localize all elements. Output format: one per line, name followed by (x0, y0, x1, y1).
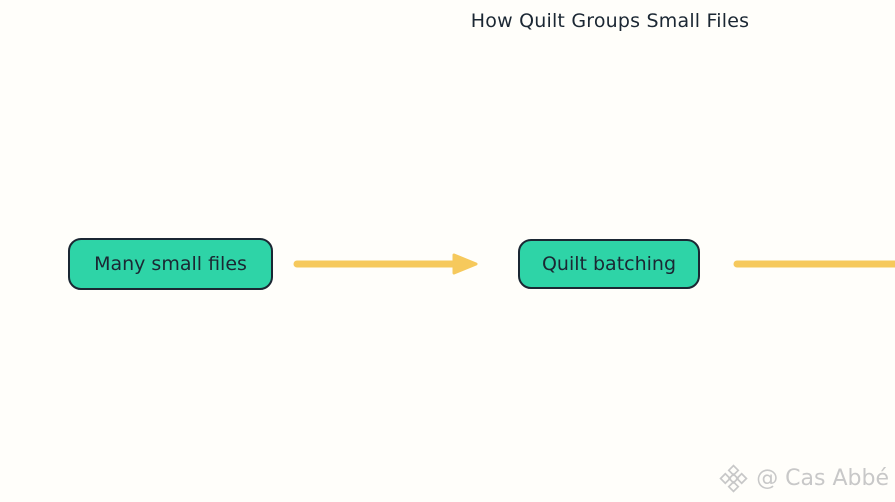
node-many-small-files: Many small files (68, 238, 273, 290)
node-label: Many small files (94, 253, 247, 275)
watermark-handle: @ Cas Abbé (756, 466, 889, 491)
watermark: @ Cas Abbé (718, 463, 889, 494)
flow-line-offscreen-icon (733, 260, 895, 268)
node-quilt-batching: Quilt batching (518, 239, 700, 289)
binance-diamond-icon (719, 464, 748, 493)
diagram-title: How Quilt Groups Small Files (470, 10, 750, 32)
flow-arrow-icon (293, 253, 478, 275)
node-label: Quilt batching (541, 253, 677, 275)
